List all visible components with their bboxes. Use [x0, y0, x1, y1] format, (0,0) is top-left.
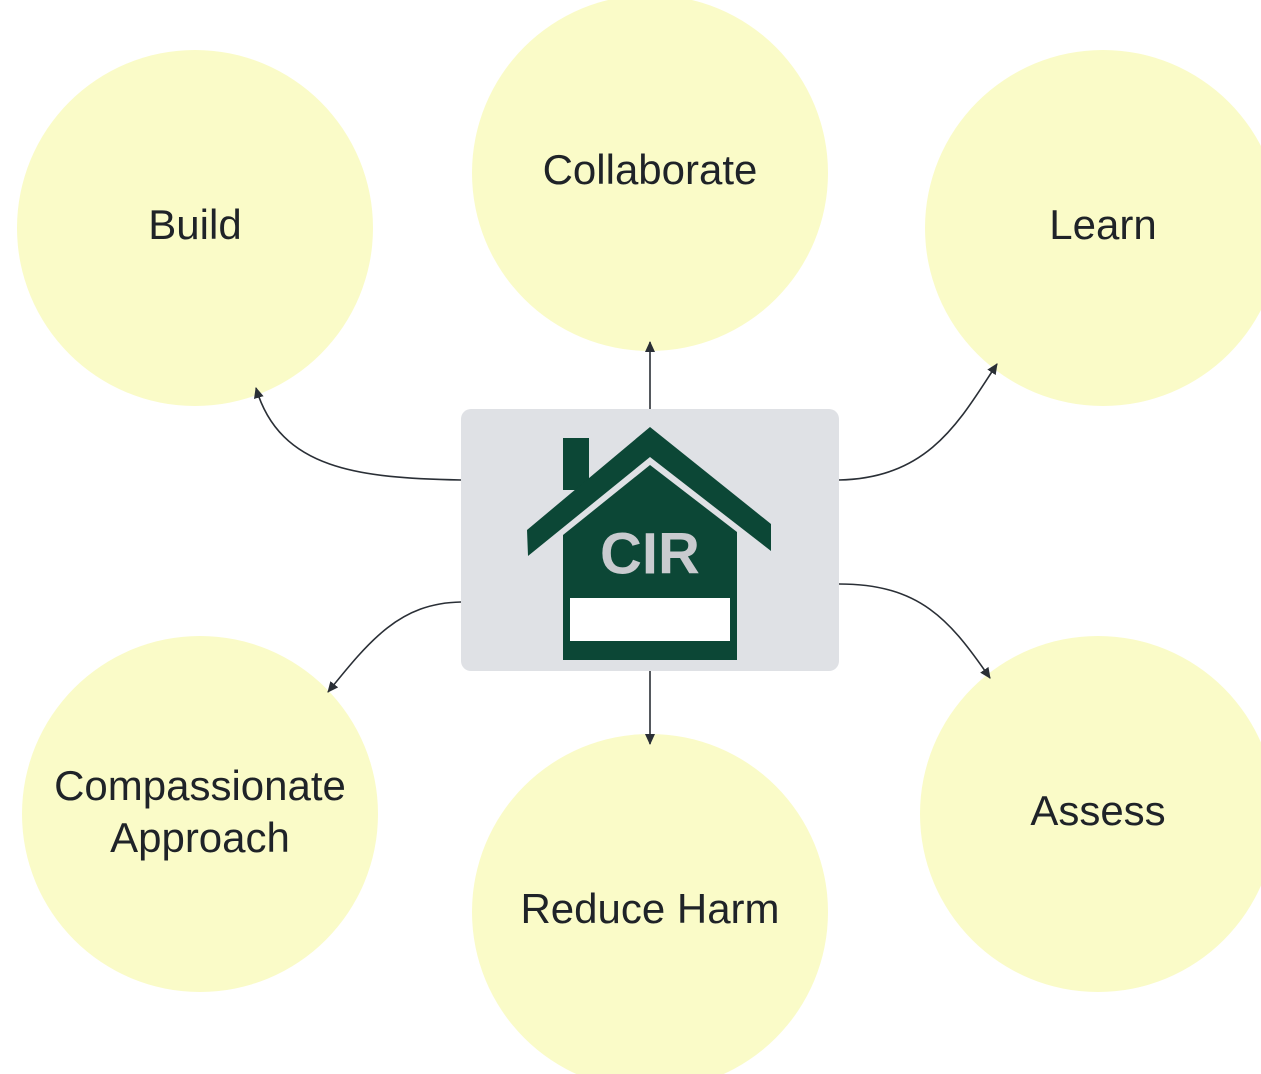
node-learn-circle: [925, 50, 1261, 406]
connector-to-assess: [838, 583, 991, 679]
house-icon: CIR: [527, 427, 771, 660]
node-reduce-harm-circle: [472, 734, 828, 1074]
node-build-circle: [17, 50, 373, 406]
node-collaborate-circle: [472, 0, 828, 351]
center-logo-box: CIR: [461, 409, 839, 671]
node-compassionate-label-line2: Approach: [110, 814, 290, 861]
node-compassionate-label-line1: Compassionate: [54, 762, 346, 809]
logo-text: CIR: [600, 521, 700, 586]
node-learn-label: Learn: [1049, 201, 1156, 248]
node-assess-label: Assess: [1030, 787, 1165, 834]
connector-to-learn: [838, 363, 998, 481]
node-build-label: Build: [148, 201, 241, 248]
node-compassionate-circle: [22, 636, 378, 992]
node-reduce-harm-label: Reduce Harm: [520, 885, 779, 932]
connector-to-build: [254, 387, 462, 481]
node-collaborate-label: Collaborate: [543, 146, 758, 193]
connector-to-compassionate: [327, 601, 462, 693]
node-assess-circle: [920, 636, 1261, 992]
